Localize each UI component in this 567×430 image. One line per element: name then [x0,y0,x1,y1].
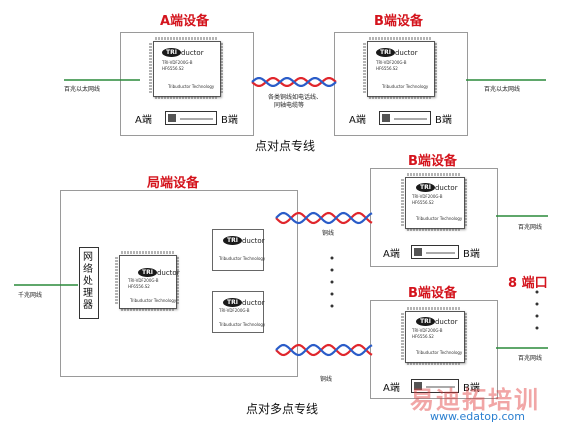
copper-label-2: 铜线 [320,376,333,383]
a-chip-maker: Tribuductor Technology [168,84,215,89]
b1-switch-right-label: B端 [463,249,480,260]
b-mode-switch[interactable] [379,111,431,125]
ellipsis-dot [535,314,539,318]
b-switch-right-label: B端 [435,115,452,126]
right-line-label-1: 百兆网线 [518,224,543,231]
b-chip-pins [363,37,437,99]
ellipsis-dot [330,280,334,284]
watermark-url: www.edatop.com [430,410,525,423]
bottom-twisted-cable-1-red-strand [275,211,373,225]
a-device-title: A端设备 [160,14,210,29]
ellipsis-dot [535,290,539,294]
a-switch-right-label: B端 [221,115,238,126]
top-right-line-label: 百兆以太网线 [484,86,521,93]
cable-label-2: 同轴电缆等 [274,102,305,109]
ellipsis-dot [535,302,539,306]
bottom-twisted-cable-2-blue-strand [275,343,373,357]
ellipsis-dot [535,326,539,330]
b1-chip-pins [401,173,467,231]
b2-chip-pins [401,307,467,365]
a-chip-pins [149,37,223,99]
b-chip-maker: Tribuductor Technology [382,84,429,89]
b-switch-left-label: A端 [349,115,366,126]
watermark-text: 易迪拓培训 [410,386,540,414]
top-twisted-cable-blue-strand [251,77,337,87]
copper-label-1: 铜线 [322,230,335,237]
b2-mode-switch[interactable] [411,379,459,393]
bottom-left-line-label: 千兆网线 [18,292,43,299]
ellipsis-dot [330,256,334,260]
bottom-twisted-cable-2-red-strand [275,343,373,357]
big-chip-maker: Tribuductor Technology [130,298,177,303]
network-processor: 网络处理器 [79,247,99,319]
central-device-title: 局端设备 [147,176,200,191]
a-mode-switch[interactable] [165,111,217,125]
ellipsis-dot [330,292,334,296]
b2-device-title: B端设备 [408,286,457,301]
b1-switch-left-label: A端 [383,249,400,260]
ellipsis-dot [330,304,334,308]
port-label: 8 端口 [508,276,548,291]
big-chip-sub: HF6556.S2 [128,284,150,289]
b-chip-part: TRI-VDF200G-B [376,60,407,65]
b1-device-title: B端设备 [408,154,457,169]
b-chip-sub: HF6556.S2 [376,66,398,71]
a-chip-part: TRI-VDF200G-B [162,60,193,65]
a-switch-left-label: A端 [135,115,152,126]
a-chip-sub: HF6556.S2 [162,66,184,71]
bottom-caption: 点对多点专线 [246,402,319,416]
cable-label-1: 各类铜线如电话线、 [268,94,323,101]
ellipsis-dot [330,268,334,272]
big-chip-part: TRI-VDF200G-B [128,278,159,283]
big-chip-pins [115,251,179,311]
b2-switch-right-label: B端 [463,383,480,394]
bottom-twisted-cable-1-blue-strand [275,211,373,225]
b-device-title: B端设备 [374,14,423,29]
b2-switch-left-label: A端 [383,383,400,394]
right-line-label-2: 百兆网线 [518,355,543,362]
top-left-line-label: 百兆以太网线 [64,86,101,93]
b1-mode-switch[interactable] [411,245,459,259]
top-caption: 点对点专线 [255,139,316,153]
